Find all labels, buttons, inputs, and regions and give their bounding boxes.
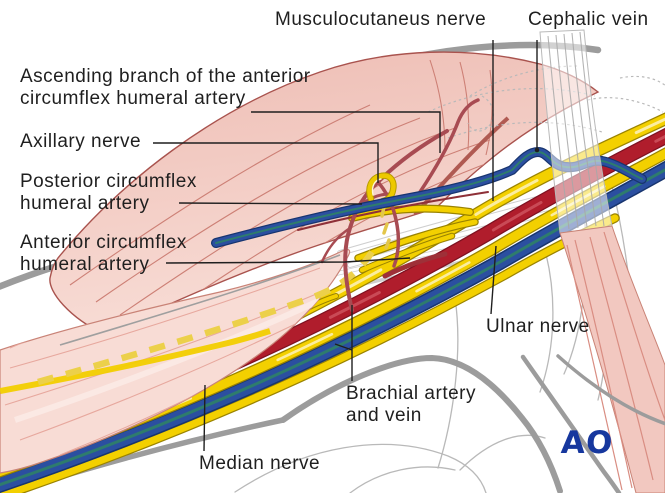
label-ascending-branch-line1: Ascending branch of the anterior	[20, 66, 311, 87]
leader-ascending-branch	[251, 111, 441, 153]
label-posterior-circumflex: Posterior circumflex humeral artery	[20, 171, 197, 215]
label-cephalic-vein: Cephalic vein	[528, 9, 649, 30]
pectoralis-band	[539, 29, 665, 493]
label-posterior-circumflex-line2: humeral artery	[20, 193, 150, 214]
leader-brachial-vein-branch	[334, 343, 353, 351]
elbow-contours	[280, 354, 665, 493]
label-musculocutaneus-nerve: Musculocutaneus nerve	[275, 9, 487, 30]
circumflex-arteries	[320, 98, 480, 312]
label-brachial-line2: and vein	[346, 405, 422, 426]
label-brachial-artery-and-vein: Brachial artery and vein	[346, 383, 476, 427]
biceps-muscle	[0, 248, 375, 474]
leader-posterior-circumflex	[178, 202, 363, 205]
leader-ulnar-nerve	[490, 245, 497, 315]
label-anterior-circumflex-line2: humeral artery	[20, 254, 150, 275]
leader-anterior-circumflex	[165, 257, 411, 264]
label-ascending-branch: Ascending branch of the anterior circumf…	[20, 66, 311, 110]
leader-cephalic-vein-dot	[534, 147, 540, 153]
leader-median-nerve	[203, 384, 206, 452]
leader-axillary-nerve	[153, 142, 379, 183]
ao-logo: AO	[560, 425, 615, 461]
label-brachial-line1: Brachial artery	[346, 383, 476, 404]
label-anterior-circumflex: Anterior circumflex humeral artery	[20, 232, 187, 276]
anterior-circumflex-artery	[382, 251, 448, 279]
musculocutaneus-dashed-course	[37, 250, 375, 386]
label-median-nerve: Median nerve	[199, 453, 321, 474]
label-axillary-nerve: Axillary nerve	[20, 131, 142, 152]
ascending-branch-artery	[418, 98, 480, 194]
leader-lines	[153, 40, 540, 452]
label-ulnar-nerve: Ulnar nerve	[486, 316, 590, 337]
label-posterior-circumflex-line1: Posterior circumflex	[20, 171, 197, 192]
label-anterior-circumflex-line1: Anterior circumflex	[20, 232, 187, 253]
label-ascending-branch-line2: circumflex humeral artery	[20, 88, 246, 109]
